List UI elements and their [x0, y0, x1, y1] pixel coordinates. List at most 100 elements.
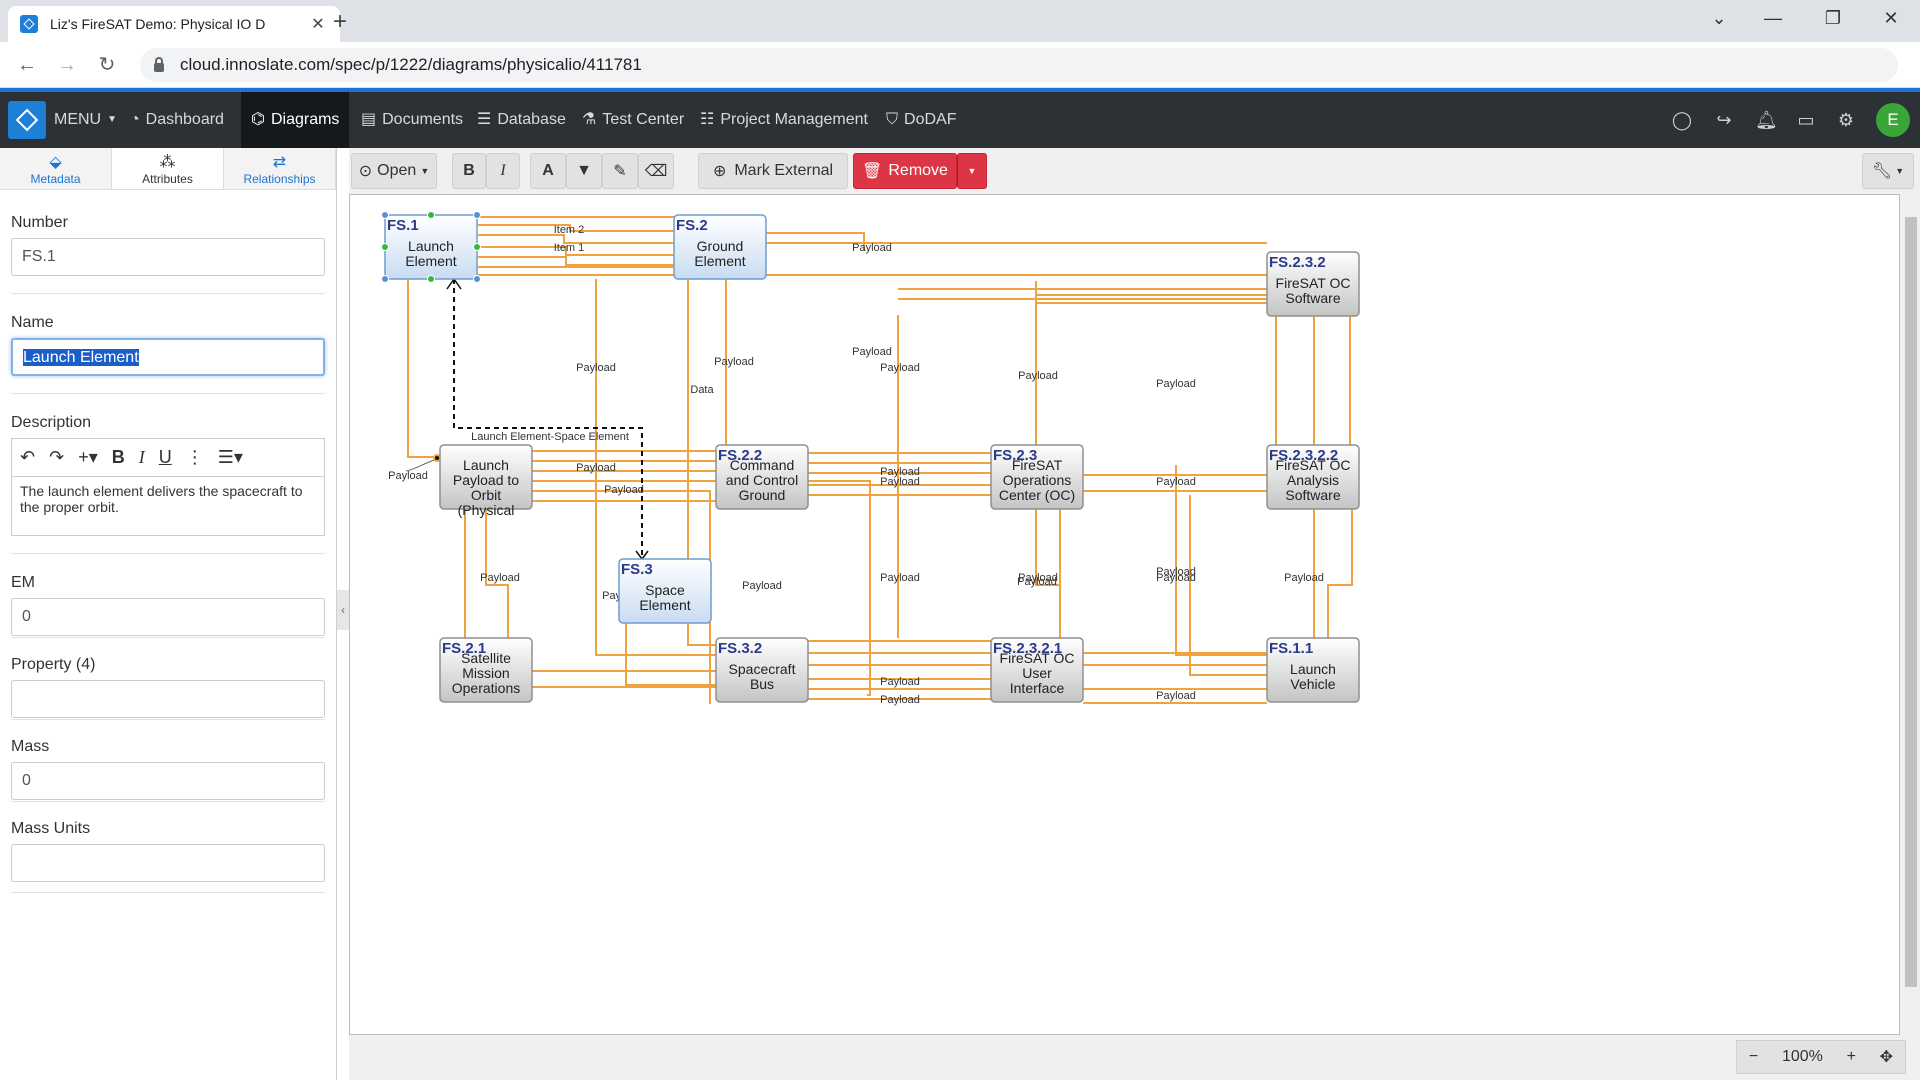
node-label: Element [694, 253, 745, 269]
user-avatar[interactable]: E [1876, 103, 1910, 137]
reload-icon[interactable]: ↻ [98, 54, 116, 76]
connection-label: Payload [1284, 572, 1324, 584]
folder-icon[interactable]: ▭ [1797, 110, 1815, 130]
chat-icon[interactable]: ◯ [1671, 110, 1693, 130]
remove-button[interactable]: 🗑︎Remove [853, 153, 957, 189]
fill-button[interactable]: ▼ [566, 153, 602, 189]
zoom-in-icon[interactable]: + [1846, 1048, 1856, 1065]
tab-attributes-label: Attributes [142, 172, 193, 186]
italic-button[interactable]: I [486, 153, 520, 189]
share-icon[interactable]: ↪ [1716, 110, 1732, 130]
nav-project-management[interactable]: ☷Project Management [700, 92, 868, 148]
tab-attributes[interactable]: ⁂Attributes [112, 148, 224, 189]
mass-input[interactable]: 0 [11, 762, 325, 800]
pencil-icon: ✎ [613, 163, 627, 180]
italic-icon[interactable]: I [138, 447, 145, 467]
nav-dodaf[interactable]: ⛉DoDAF [886, 92, 956, 148]
nav-diagrams[interactable]: ⌬ Diagrams [241, 92, 350, 148]
remove-dropdown-button[interactable]: ▼ [957, 153, 987, 189]
name-input[interactable]: Launch Element [11, 338, 325, 376]
address-bar[interactable]: cloud.innoslate.com/spec/p/1222/diagrams… [140, 48, 1898, 82]
line-color-button[interactable]: ✎ [602, 153, 638, 189]
forward-icon[interactable]: → [57, 54, 77, 76]
name-label: Name [11, 314, 54, 331]
nav-project-management-label: Project Management [720, 111, 868, 128]
resize-handle[interactable] [427, 275, 435, 283]
resize-handle[interactable] [473, 243, 481, 251]
pan-move-icon[interactable]: ✥ [1879, 1049, 1894, 1066]
nav-dashboard[interactable]: ◔Dashboard [130, 92, 224, 148]
nav-diagrams-label: Diagrams [270, 111, 340, 128]
browser-tab[interactable]: Liz's FireSAT Demo: Physical IO D ✕ [8, 6, 340, 42]
tab-metadata[interactable]: ⬙Metadata [0, 148, 112, 189]
mass-units-input[interactable] [11, 844, 325, 882]
em-input[interactable]: 0 [11, 598, 325, 636]
font-color-button[interactable]: A [530, 153, 566, 189]
restore-icon[interactable]: ❐ [1824, 8, 1842, 28]
clear-format-button[interactable]: ⌫ [638, 153, 674, 189]
resize-handle[interactable] [427, 211, 435, 219]
resize-handle[interactable] [381, 211, 389, 219]
property-input[interactable] [11, 680, 325, 718]
number-input[interactable]: FS.1 [11, 238, 325, 276]
nav-database[interactable]: ☰Database [477, 92, 566, 148]
open-dropdown-button[interactable]: ⊙Open▼ [351, 153, 437, 189]
new-tab-icon[interactable]: + [332, 8, 347, 35]
align-icon[interactable]: ☰▾ [217, 447, 243, 467]
vertical-scrollbar[interactable] [1901, 195, 1920, 1036]
tools-dropdown-button[interactable]: 🔧︎▼ [1862, 153, 1914, 189]
more-vertical-icon[interactable]: ⋮ [185, 447, 204, 467]
tab-search-icon[interactable]: ⌄ [1711, 8, 1727, 28]
nav-documents[interactable]: ▤Documents [361, 92, 463, 148]
innoslate-logo-icon[interactable] [8, 101, 46, 139]
close-window-icon[interactable]: ✕ [1883, 8, 1899, 28]
scrollbar-thumb[interactable] [1905, 217, 1917, 987]
bold-button[interactable]: B [452, 153, 486, 189]
mass-units-field-group: Mass Units [11, 820, 325, 882]
zoom-out-icon[interactable]: − [1748, 1048, 1759, 1065]
connection-label: Payload [880, 694, 920, 706]
redo-icon[interactable]: ↷ [49, 447, 65, 467]
resize-handle[interactable] [473, 275, 481, 283]
connection-label: Payload [1156, 690, 1196, 702]
collapse-panel-handle[interactable]: ‹ [337, 590, 349, 630]
minimize-icon[interactable]: — [1764, 8, 1782, 28]
node-id: FS.1.1 [1269, 640, 1313, 657]
underline-icon[interactable]: U [158, 447, 172, 467]
bold-icon[interactable]: B [111, 447, 125, 467]
menu-dropdown[interactable]: MENU▼ [54, 92, 117, 148]
tab-relationships[interactable]: ⇄Relationships [224, 148, 336, 189]
close-tab-icon[interactable]: ✕ [311, 16, 325, 33]
resize-handle[interactable] [473, 211, 481, 219]
node-id: FS.1 [387, 217, 419, 234]
back-icon[interactable]: ← [17, 54, 37, 76]
undo-icon[interactable]: ↶ [20, 447, 36, 467]
description-editor[interactable]: The launch element delivers the spacecra… [11, 476, 325, 536]
node-label: Ground [739, 487, 786, 503]
insert-plus-icon[interactable]: +▾ [78, 447, 98, 467]
nav-database-label: Database [497, 111, 566, 128]
gear-icon[interactable]: ⚙ [1837, 110, 1855, 130]
mark-external-button[interactable]: ⊕Mark External [698, 153, 848, 189]
bell-icon[interactable]: 🔔︎ [1755, 110, 1778, 130]
resize-handle[interactable] [381, 275, 389, 283]
diagrams-icon: ⌬ [251, 111, 265, 128]
nav-test-center[interactable]: ⚗Test Center [582, 92, 684, 148]
resize-handle[interactable] [381, 243, 389, 251]
mass-units-label: Mass Units [11, 820, 91, 837]
node-label: Satellite [461, 650, 511, 666]
